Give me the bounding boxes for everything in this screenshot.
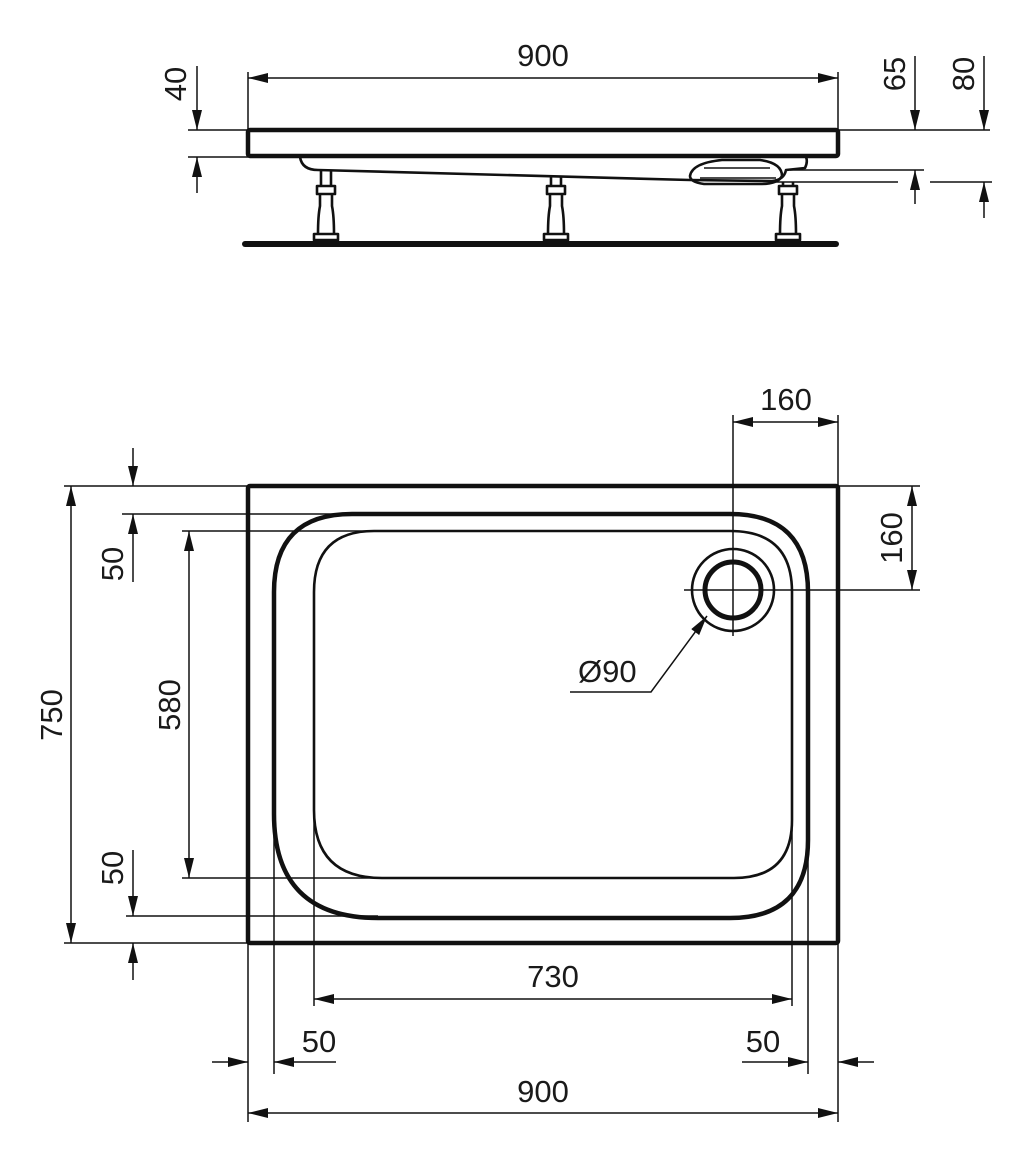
tray-rim bbox=[245, 127, 841, 159]
waste-y-offset-label: 160 bbox=[874, 512, 909, 564]
left-margin-label: 50 bbox=[302, 1024, 336, 1059]
adjustable-foot bbox=[542, 176, 570, 242]
side-width-label: 900 bbox=[517, 38, 569, 73]
total-depth-label: 750 bbox=[34, 689, 69, 741]
adjustable-foot bbox=[312, 170, 340, 242]
inner-depth-label: 580 bbox=[152, 679, 187, 731]
overall-height-label: 65 bbox=[877, 57, 912, 91]
top-margin-label: 50 bbox=[95, 547, 130, 581]
inner-width-label: 730 bbox=[527, 959, 579, 994]
bottom-margin-label: 50 bbox=[95, 851, 130, 885]
rim-height-label: 40 bbox=[158, 67, 193, 101]
side-view: 900 40 65 80 bbox=[158, 38, 992, 247]
waste-x-offset-label: 160 bbox=[760, 382, 812, 417]
height-with-waste-label: 80 bbox=[946, 57, 981, 91]
plan-width-label: 900 bbox=[517, 1074, 569, 1109]
right-margin-label: 50 bbox=[746, 1024, 780, 1059]
basin-outline bbox=[271, 511, 811, 921]
waste-outlet bbox=[688, 158, 784, 186]
basin-floor bbox=[312, 529, 794, 880]
waste-diameter-label: Ø90 bbox=[578, 654, 637, 689]
adjustable-foot bbox=[774, 182, 802, 242]
plan-view: Ø90 160 160 750 50 580 50 bbox=[34, 382, 920, 1122]
tray-outline bbox=[245, 483, 841, 946]
